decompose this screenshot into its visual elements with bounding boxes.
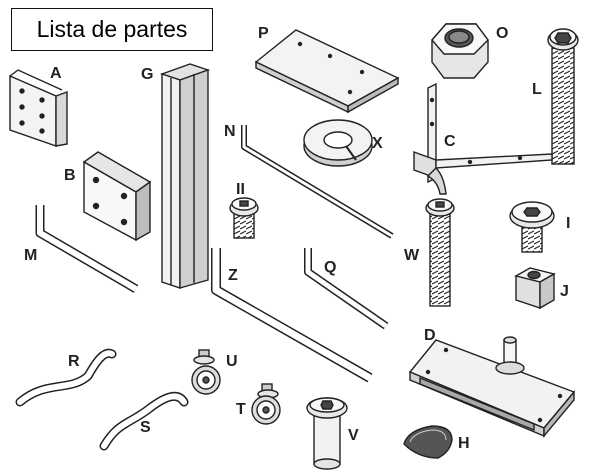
bent-plate-icon (9, 69, 68, 147)
part-c: C (413, 82, 553, 195)
hex-nut-icon (431, 23, 489, 79)
part-s: S (99, 391, 189, 451)
part-p: P (254, 25, 400, 114)
medium-bolt-icon (425, 198, 455, 307)
base-plate-with-pin-icon (408, 336, 576, 438)
page-title: Lista de partes (11, 8, 213, 51)
flat-head-bolt-icon (509, 201, 555, 253)
short-bolt-icon (229, 197, 259, 239)
part-g: G (141, 63, 211, 289)
part-label: J (560, 283, 569, 300)
part-d: D (408, 327, 576, 438)
allen-key-icon (35, 205, 139, 293)
part-label: D (424, 327, 436, 344)
part-label: S (140, 419, 151, 436)
curved-rod-icon (15, 348, 117, 407)
part-label: T (236, 401, 246, 418)
part-label: H (458, 435, 470, 452)
part-ii: II (229, 181, 259, 239)
part-r: R (15, 348, 117, 407)
curved-rod-icon (99, 391, 189, 451)
part-j: J (514, 267, 569, 310)
part-label: II (236, 181, 245, 198)
part-w: W (404, 198, 455, 307)
part-t: T (236, 383, 281, 425)
part-label: R (68, 353, 80, 370)
part-label: V (348, 427, 359, 444)
part-label: W (404, 247, 420, 264)
square-nut-icon (514, 267, 556, 310)
part-a: A (9, 65, 68, 147)
part-label: X (372, 135, 383, 152)
part-v: V (306, 397, 359, 470)
lock-washer-icon (303, 119, 373, 167)
part-label: Z (228, 267, 238, 284)
part-label: O (496, 25, 508, 42)
part-l: L (532, 28, 579, 165)
column-profile-icon (159, 63, 211, 289)
part-label: A (50, 65, 62, 82)
long-allen-key-icon (241, 125, 394, 239)
part-label: C (444, 133, 456, 150)
part-x: X (303, 119, 383, 167)
part-o: O (431, 23, 508, 79)
part-q: Q (304, 248, 389, 330)
small-allen-key-icon (304, 248, 389, 330)
part-n: N (224, 123, 394, 239)
part-u: U (191, 349, 238, 395)
part-label: U (226, 353, 238, 370)
part-i: I (509, 201, 570, 253)
part-label: M (24, 247, 37, 264)
long-bolt-icon (547, 28, 579, 165)
square-block-icon (82, 151, 152, 242)
part-label: P (258, 25, 269, 42)
part-b: B (64, 151, 152, 242)
part-h: H (403, 425, 470, 459)
flat-plate-icon (254, 29, 400, 114)
sleeve-bushing-icon (306, 397, 348, 470)
part-label: I (566, 215, 570, 232)
part-label: G (141, 66, 153, 83)
part-label: B (64, 167, 76, 184)
caster-wheel-icon (191, 349, 221, 395)
part-label: L (532, 81, 542, 98)
angle-bracket-icon (413, 82, 553, 195)
part-m: M (24, 205, 139, 293)
part-label: N (224, 123, 236, 140)
triangular-cap-icon (403, 425, 453, 459)
large-allen-key-icon (211, 248, 373, 383)
caster-wheel-icon (251, 383, 281, 425)
part-label: Q (324, 259, 336, 276)
part-z: Z (211, 248, 373, 383)
